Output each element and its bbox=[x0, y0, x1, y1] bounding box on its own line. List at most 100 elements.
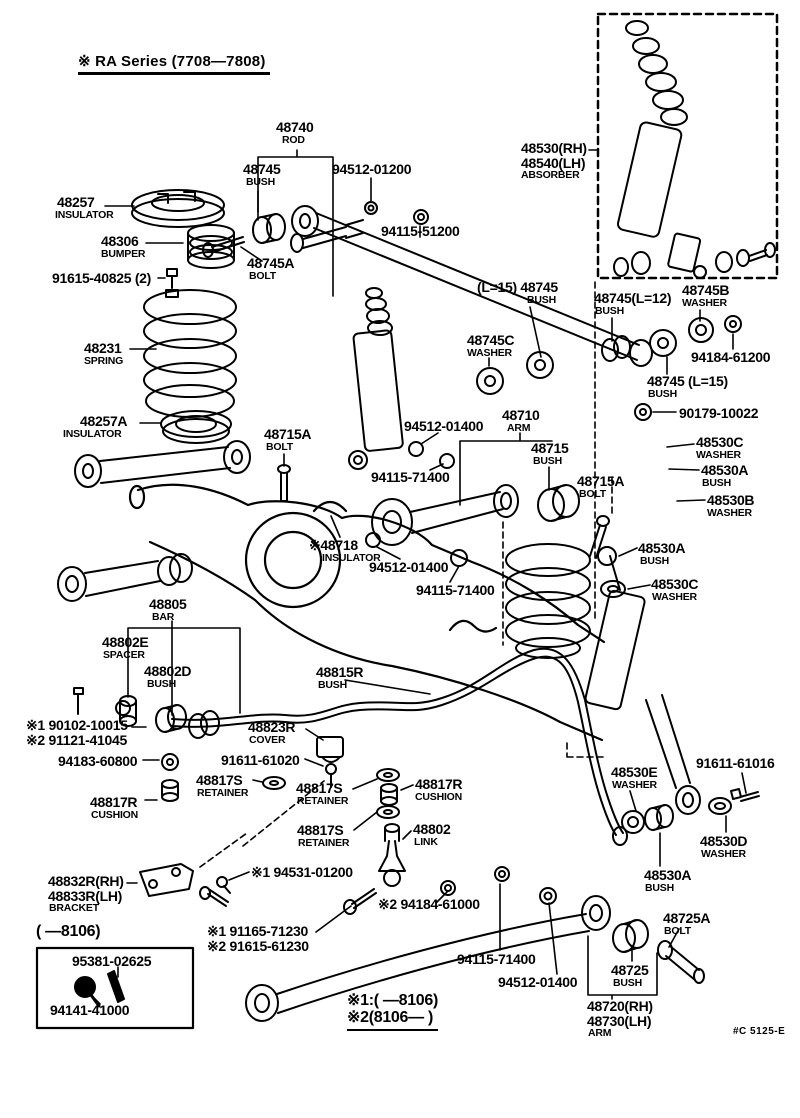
part-name: CUSHION bbox=[91, 808, 139, 821]
part-number: 91611-61020 bbox=[221, 752, 300, 768]
part-name: COVER bbox=[249, 733, 286, 746]
part-label: 91615-40825 (2) bbox=[52, 271, 151, 286]
part-number: ※1:( —8106) bbox=[347, 992, 439, 1009]
part-number: ※2 94184-61000 bbox=[378, 896, 480, 912]
part-number: 48745 bbox=[243, 161, 281, 177]
part-label: ※1 94531-01200 bbox=[251, 865, 353, 880]
part-number: 95381-02625 bbox=[72, 953, 152, 969]
part-number: ※1 91165-71230 bbox=[207, 923, 308, 939]
part-number: 48817S bbox=[296, 780, 343, 796]
part-number: 48745(L=12) bbox=[594, 290, 672, 306]
left-arms bbox=[57, 440, 251, 602]
part-label: 94512-01200 bbox=[332, 162, 412, 177]
part-label: 94512-01400 bbox=[369, 559, 449, 575]
part-label: 94183-60800 bbox=[58, 753, 138, 769]
part-label: 94115-71400 bbox=[416, 583, 495, 598]
part-name: LINK bbox=[414, 835, 438, 848]
part-number: 94512-01400 bbox=[369, 559, 449, 575]
part-name: WASHER bbox=[467, 346, 512, 359]
part-number: 94184-61200 bbox=[691, 349, 771, 365]
part-name: BUSH bbox=[147, 677, 176, 690]
part-label: 48530(RH)48540(LH)ABSORBER bbox=[521, 141, 587, 181]
axle-housing bbox=[128, 483, 606, 742]
part-number: 48802 bbox=[413, 821, 451, 837]
part-name: SPACER bbox=[103, 648, 145, 661]
stabilizer-link-parts bbox=[161, 768, 406, 894]
part-name: WASHER bbox=[682, 296, 727, 309]
part-number: 94115-51200 bbox=[381, 223, 460, 239]
part-number: 48817R bbox=[90, 794, 138, 810]
inset-box bbox=[596, 12, 779, 280]
part-number: 48725 bbox=[611, 962, 649, 978]
part-name: RETAINER bbox=[298, 836, 350, 849]
coil-spring-right bbox=[505, 543, 591, 659]
leader-lines bbox=[92, 149, 747, 1005]
part-number: 48710 bbox=[502, 407, 540, 423]
part-name: BOLT bbox=[249, 269, 276, 282]
part-number: 48817S bbox=[196, 772, 243, 788]
part-number: 48832R(RH) bbox=[48, 873, 124, 889]
part-name: RETAINER bbox=[197, 786, 249, 799]
part-number: 48802E bbox=[102, 634, 149, 650]
part-label: 95381-02625 bbox=[72, 953, 152, 969]
part-label: 48832R(RH)48833R(LH)BRACKET bbox=[48, 874, 124, 914]
part-name: BUSH bbox=[648, 387, 677, 400]
part-number: (L=15) 48745 bbox=[477, 279, 558, 295]
shock-absorber-center bbox=[348, 287, 404, 470]
bumper bbox=[165, 224, 245, 298]
spring-insulator-lower bbox=[160, 410, 232, 444]
part-number: 48530A bbox=[638, 540, 686, 556]
part-number: 94512-01400 bbox=[498, 974, 578, 990]
part-number: 48530E bbox=[611, 764, 658, 780]
figure-code: #C 5125-E bbox=[733, 1026, 786, 1037]
part-name: ARM bbox=[507, 421, 531, 434]
part-number: 94141-41000 bbox=[50, 1002, 130, 1018]
part-number: 48530A bbox=[701, 462, 749, 478]
part-number: 48745B bbox=[682, 282, 730, 298]
part-name: BOLT bbox=[266, 440, 293, 453]
part-number: ※1 94531-01200 bbox=[251, 864, 353, 880]
part-label: ※1:( —8106)※2(8106— ) bbox=[347, 992, 439, 1031]
part-label: 91611-61016 bbox=[696, 756, 775, 771]
part-name: ARM bbox=[588, 1027, 612, 1040]
part-number: 48745A bbox=[247, 255, 295, 271]
part-number: 48306 bbox=[101, 233, 139, 249]
part-name: BUSH bbox=[246, 175, 275, 188]
part-number: 48257A bbox=[80, 413, 128, 429]
fastener-inset-box bbox=[35, 946, 195, 1030]
part-label: 48745(L=12)BUSH bbox=[594, 290, 672, 317]
part-number: 91615-40825 (2) bbox=[52, 270, 152, 286]
part-number: 48540(LH) bbox=[521, 154, 586, 171]
dashed-lines bbox=[199, 281, 613, 868]
lateral-rod bbox=[252, 201, 742, 421]
part-number: 48715 bbox=[531, 440, 569, 456]
part-number: 94183-60800 bbox=[58, 753, 138, 769]
part-name: RETAINER bbox=[297, 794, 349, 807]
bracket-parts bbox=[139, 863, 377, 915]
part-number: 48745C bbox=[467, 332, 515, 348]
part-number: 48530A bbox=[644, 867, 692, 883]
part-number: ※2 91615-61230 bbox=[207, 937, 309, 954]
part-number: 48815R bbox=[316, 664, 364, 680]
part-name: BUSH bbox=[613, 976, 642, 989]
part-label: 91611-61020 bbox=[221, 752, 300, 768]
part-number: 48730(LH) bbox=[587, 1012, 652, 1029]
